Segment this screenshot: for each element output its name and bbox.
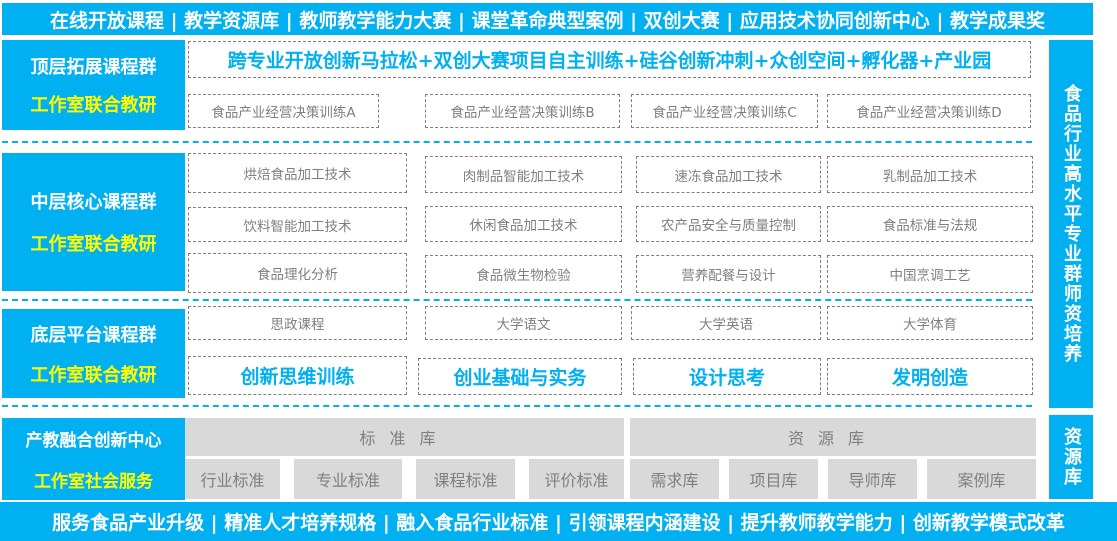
resource-item: 项目库 — [729, 459, 818, 499]
course-box: 烘焙食品加工技术 — [188, 153, 407, 193]
course-box: 速冻食品加工技术 — [636, 156, 821, 193]
standards-item: 行业标准 — [185, 459, 280, 499]
course-box: 大学英语 — [631, 306, 821, 340]
course-box: 大学体育 — [827, 306, 1033, 340]
course-box: 中国烹调工艺 — [827, 255, 1033, 293]
tier-separator — [2, 405, 1032, 407]
tier-bottom-title: 底层平台课程群 — [30, 324, 157, 346]
resource-item: 导师库 — [828, 459, 917, 499]
tier-top-highlight: 跨专业开放创新马拉松+双创大赛项目自主训练+硅谷创新冲刺+众创空间+孵化器+产业… — [188, 41, 1031, 78]
resource-library-bar: 资源库 — [1049, 415, 1093, 499]
top-banner: 在线开放课程 | 教学资源库 | 教师教学能力大赛 | 课堂革命典型案例 | 双… — [2, 3, 1093, 35]
standards-library-header: 标准库 — [185, 418, 624, 456]
standards-item: 评价标准 — [529, 459, 624, 499]
course-box: 食品产业经营决策训练C — [631, 94, 818, 128]
tier-middle-title: 中层核心课程群 — [30, 192, 157, 213]
course-box: 食品理化分析 — [188, 253, 407, 293]
tier-bottom-subtitle: 工作室联合教研 — [30, 364, 157, 386]
course-box: 肉制品智能加工技术 — [425, 156, 622, 193]
standards-item: 专业标准 — [294, 459, 402, 499]
course-box: 食品微生物检验 — [425, 255, 622, 293]
bottom-banner: 服务食品产业升级 | 精准人才培养规格 | 融入食品行业标准 | 引领课程内涵建… — [0, 502, 1117, 541]
innovation-course-box: 发明创造 — [827, 358, 1033, 395]
center-subtitle: 工作室社会服务 — [34, 472, 153, 492]
course-box: 思政课程 — [188, 306, 407, 340]
tier-middle-subtitle: 工作室联合教研 — [30, 234, 157, 255]
tier-separator — [2, 299, 1032, 301]
tier-bottom-label: 底层平台课程群 工作室联合教研 — [2, 309, 185, 398]
tier-top-title: 顶层拓展课程群 — [30, 57, 157, 78]
standards-item: 课程标准 — [416, 459, 515, 499]
course-box: 食品产业经营决策训练A — [188, 94, 379, 128]
course-box: 食品产业经营决策训练D — [827, 94, 1031, 128]
course-box: 饮料智能加工技术 — [188, 207, 407, 242]
tier-separator — [2, 141, 1032, 143]
center-label: 产教融合创新中心 工作室社会服务 — [2, 418, 185, 500]
course-box: 食品标准与法规 — [827, 206, 1033, 242]
course-box: 乳制品加工技术 — [827, 156, 1033, 193]
course-box: 营养配餐与设计 — [636, 255, 821, 293]
resource-item: 需求库 — [630, 459, 719, 499]
innovation-course-box: 创新思维训练 — [188, 356, 407, 395]
innovation-course-box: 创业基础与实务 — [418, 358, 622, 395]
innovation-course-box: 设计思考 — [633, 358, 821, 395]
course-box: 食品产业经营决策训练B — [425, 94, 620, 128]
tier-top-label: 顶层拓展课程群 工作室联合教研 — [2, 40, 185, 130]
tier-top-subtitle: 工作室联合教研 — [30, 95, 157, 116]
faculty-training-bar: 食品行业高水平专业群师资培养 — [1049, 40, 1093, 408]
course-box: 农产品安全与质量控制 — [636, 206, 821, 242]
course-box: 大学语文 — [425, 306, 622, 340]
tier-middle-label: 中层核心课程群 工作室联合教研 — [2, 153, 185, 291]
center-title: 产教融合创新中心 — [25, 431, 162, 451]
course-box: 休闲食品加工技术 — [425, 206, 622, 242]
resource-item: 案例库 — [927, 459, 1036, 499]
resource-library-header: 资源库 — [630, 418, 1036, 456]
